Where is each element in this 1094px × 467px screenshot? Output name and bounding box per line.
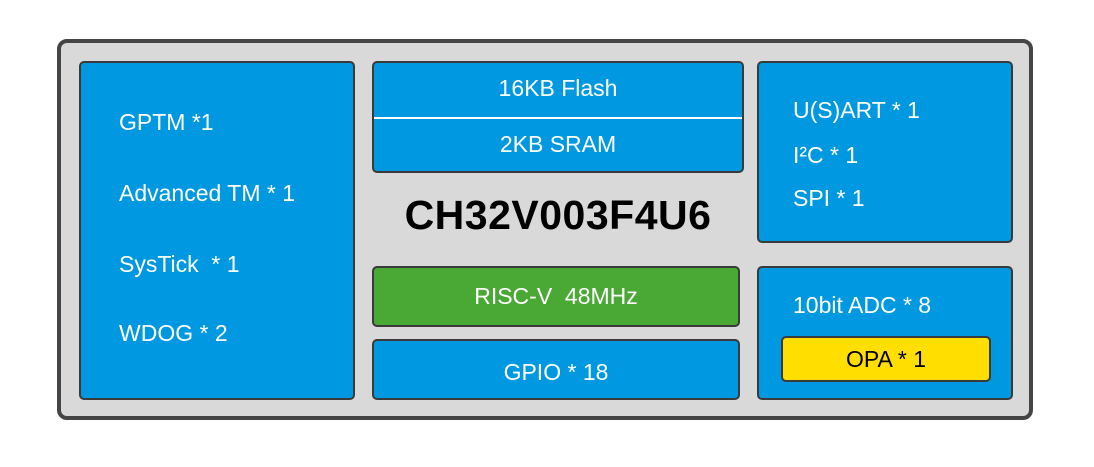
sram-label: 2KB SRAM [499, 131, 617, 157]
interface-item-i2c: I²C * 1 [793, 142, 859, 168]
timer-item-systick: SysTick * 1 [119, 251, 240, 277]
timers-block: GPTM *1 Advanced TM * 1 SysTick * 1 WDOG… [79, 61, 355, 400]
interface-item-spi: SPI * 1 [793, 185, 865, 211]
adc-label: 10bit ADC * 8 [793, 292, 932, 318]
core-block: RISC-V 48MHz [372, 266, 740, 327]
gpio-block: GPIO * 18 [372, 339, 740, 400]
timer-item-advanced-tm: Advanced TM * 1 [119, 180, 296, 206]
timer-item-wdog: WDOG * 2 [119, 320, 228, 346]
interface-item-usart: U(S)ART * 1 [793, 97, 920, 123]
gpio-label: GPIO * 18 [503, 359, 609, 385]
chip-title: CH32V003F4U6 [404, 192, 712, 238]
flash-label: 16KB Flash [498, 75, 618, 101]
opa-block: OPA * 1 [781, 336, 991, 382]
timer-item-gptm: GPTM *1 [119, 109, 214, 135]
analog-block: 10bit ADC * 8 OPA * 1 [757, 266, 1013, 400]
memory-divider [374, 117, 742, 119]
interfaces-block: U(S)ART * 1 I²C * 1 SPI * 1 [757, 61, 1013, 243]
opa-label: OPA * 1 [845, 345, 927, 372]
core-label: RISC-V 48MHz [474, 283, 638, 309]
memory-block: 16KB Flash 2KB SRAM [372, 61, 744, 173]
